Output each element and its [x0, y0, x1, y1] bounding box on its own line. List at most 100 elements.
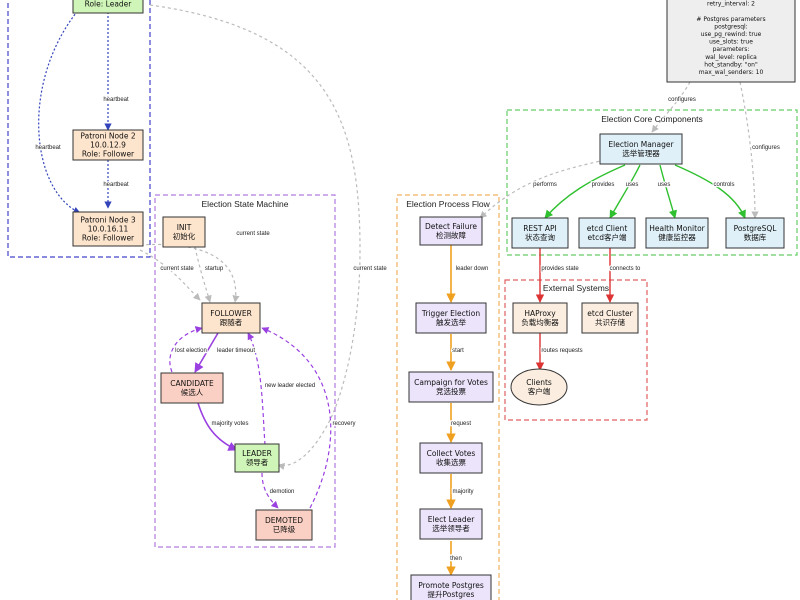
- detect-box: [419, 216, 483, 246]
- manager-text-0: Election Manager: [608, 140, 674, 149]
- label-recovery: recovery: [332, 421, 355, 427]
- patroni-nodes-cluster: [7, 0, 151, 258]
- config-line-9: hot_standby: "on": [704, 61, 758, 68]
- leader_node-text-0: Role: Leader: [85, 0, 133, 9]
- config-line-6: use_slots: true: [709, 39, 753, 46]
- edge-performs: [479, 159, 606, 219]
- elect-text-0: Elect Leader: [428, 515, 476, 524]
- label-configures-2: configures: [752, 145, 780, 151]
- detect-text-1: 检测故障: [436, 230, 466, 240]
- manager-text-1: 选举管理器: [622, 148, 660, 158]
- label-request: request: [451, 421, 471, 427]
- edge-startup: [194, 246, 212, 303]
- detect-text-0: Detect Failure: [425, 222, 477, 231]
- node3-box: [72, 211, 144, 247]
- edge-current-state-3: [139, 243, 240, 303]
- campaign-text-1: 竞选投票: [436, 386, 466, 396]
- label-controls: controls: [713, 182, 734, 188]
- rest-text-0: REST API: [523, 224, 557, 233]
- label-heartbeat-1: heartbeat: [103, 97, 129, 103]
- haproxy-text-0: HAProxy: [524, 309, 556, 318]
- label-new-leader: new leader elected: [265, 383, 315, 389]
- collect-box: [419, 442, 483, 474]
- trigger-box: [415, 302, 487, 334]
- config-line-1: retry_interval: 2: [707, 1, 755, 8]
- label-current-state-3: current state: [236, 231, 270, 237]
- node3-text-0: Patroni Node 3: [80, 216, 135, 225]
- label-then: then: [450, 556, 462, 562]
- init-text-1: 初始化: [173, 231, 196, 241]
- config-note: maximum_lag_on_failover: 10retry_interva…: [666, 0, 796, 83]
- node3-text-1: 10.0.16.11: [88, 225, 129, 234]
- label-heartbeat-2: heartbeat: [103, 182, 129, 188]
- health-text-0: Health Monitor: [649, 224, 705, 233]
- collect-text-0: Collect Votes: [427, 449, 476, 458]
- label-process-majority: majority: [452, 489, 473, 495]
- edge-current-state-2: [139, 249, 201, 301]
- node3-text-2: Role: Follower: [82, 234, 135, 243]
- init-box: [162, 216, 206, 248]
- label-lost-election: lost election: [175, 348, 207, 354]
- state-machine-title: Election State Machine: [202, 199, 289, 209]
- pg-text-1: 数据库: [744, 232, 767, 242]
- config-lines: maximum_lag_on_failover: 10retry_interva…: [696, 1, 765, 76]
- label-performs: performs: [533, 182, 557, 188]
- collect-text-1: 收集选票: [436, 457, 466, 467]
- elect-box: [419, 508, 483, 540]
- edge-labels: heartbeat heartbeat heartbeat current st…: [34, 96, 781, 564]
- edge-recovery: [261, 327, 332, 509]
- label-routes-requests: routes requests: [541, 348, 582, 354]
- edge-controls: [674, 164, 746, 219]
- demoted-text-1: 已降级: [273, 524, 296, 534]
- clients-text-0: Clients: [526, 378, 552, 387]
- haproxy-box: [512, 302, 568, 334]
- etcd_client-text-0: etcd Client: [587, 224, 628, 233]
- edge-majority-votes: [197, 402, 238, 451]
- leader-text-0: LEADER: [242, 449, 272, 458]
- pg-text-0: PostgreSQL: [734, 224, 778, 233]
- label-leader-down: leader down: [456, 266, 489, 272]
- elect-text-1: 选举领导者: [432, 523, 470, 533]
- label-demotion: demotion: [270, 489, 295, 495]
- config-line-8: wal_level: replica: [705, 54, 757, 61]
- edge-uses-etcd: [609, 164, 641, 219]
- etcd_cluster-text-1: 共识存储: [595, 317, 625, 327]
- etcd_client-box: [578, 217, 636, 249]
- label-heartbeat-3: heartbeat: [35, 145, 61, 151]
- demoted-text-0: DEMOTED: [265, 516, 303, 525]
- process-flow-title: Election Process Flow: [406, 199, 490, 209]
- trigger-text-1: 触发选举: [436, 317, 466, 327]
- edge-uses-health: [659, 164, 678, 219]
- leader_node-box: [72, 0, 144, 14]
- demoted-box: [255, 509, 313, 541]
- candidate-box: [160, 372, 224, 404]
- candidate-text-0: CANDIDATE: [170, 379, 214, 388]
- edge-heartbeat-1-3: [38, 7, 81, 214]
- leader-text-1: 领导者: [246, 457, 269, 467]
- etcd_cluster-text-0: etcd Cluster: [587, 309, 633, 318]
- config-line-10: max_wal_senders: 10: [699, 69, 764, 76]
- clients-text-1: 客户端: [528, 386, 551, 396]
- external-systems-cluster: External Systems: [504, 279, 648, 421]
- external-systems-title: External Systems: [543, 283, 609, 293]
- health-box: [645, 217, 709, 249]
- rest-text-1: 状态查询: [525, 232, 555, 242]
- promote-box: [410, 574, 492, 600]
- config-line-7: parameters:: [713, 46, 750, 53]
- edge-current-state-1: [149, 4, 361, 470]
- edge-configures-pg: [739, 81, 759, 219]
